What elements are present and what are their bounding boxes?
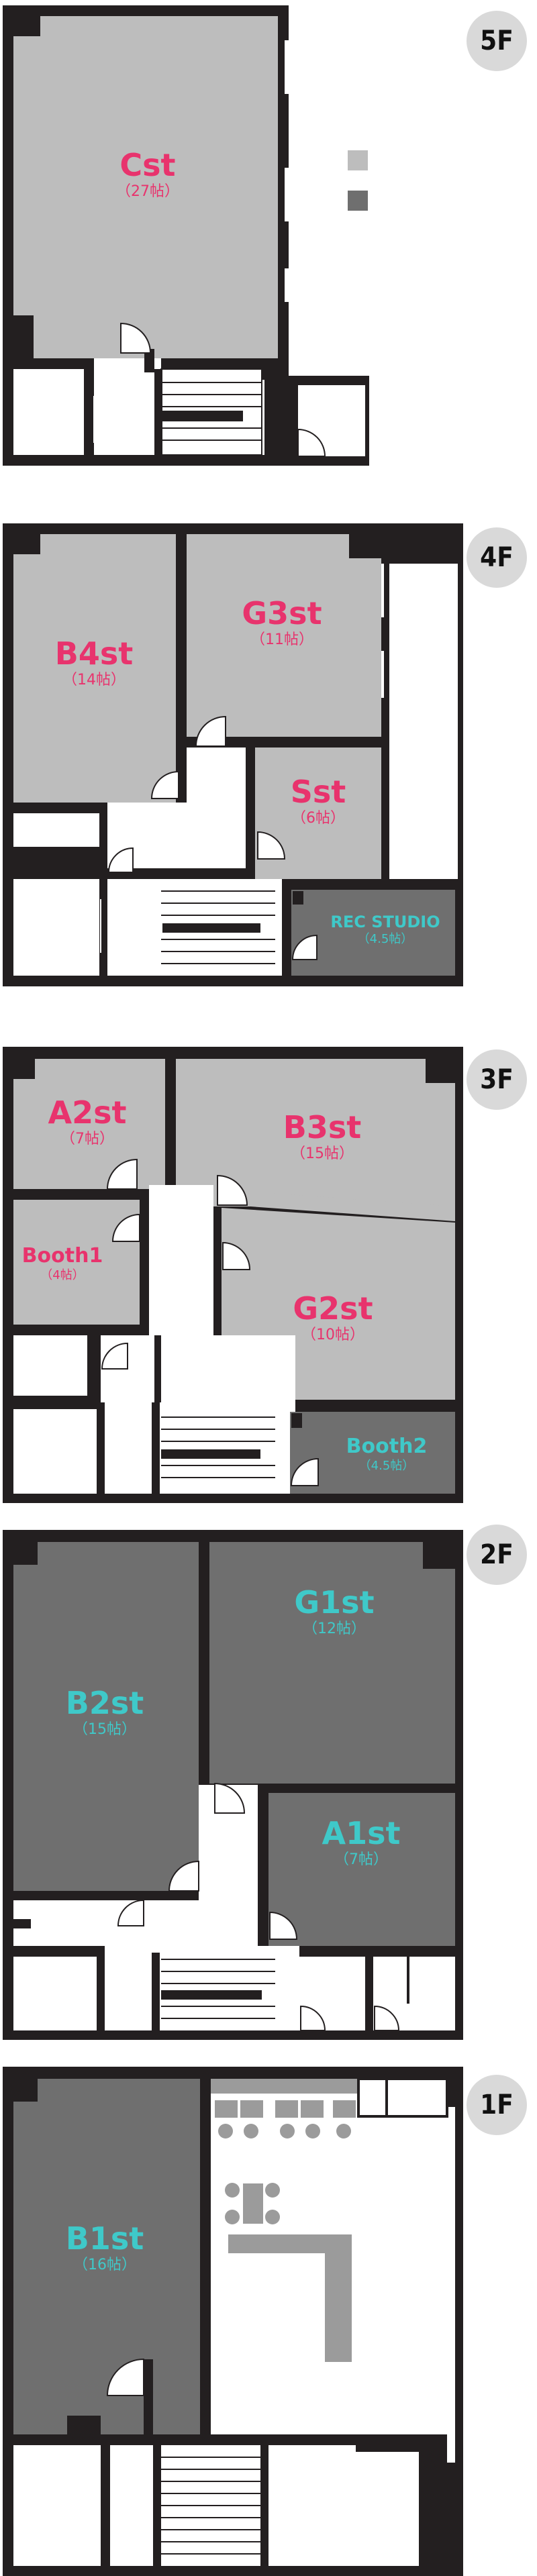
room-size: （27帖） <box>116 183 179 201</box>
room-name: G2st <box>293 1290 373 1327</box>
room-name: A2st <box>48 1094 127 1131</box>
room-g2st: G2st （10帖） <box>279 1292 387 1343</box>
floor-3f: 3F A2st （7帖） B3st （15帖） Booth1 （4帖） G2st… <box>0 1040 537 1510</box>
room-name: B4st <box>54 635 134 672</box>
room-sst: Sst （6帖） <box>264 774 372 827</box>
room-name: Booth2 <box>346 1435 428 1458</box>
room-name: Sst <box>290 774 346 810</box>
floor-2f-plan <box>3 1530 463 2040</box>
room-name: REC STUDIO <box>330 913 440 931</box>
room-name: G3st <box>242 595 322 631</box>
room-size: （14帖） <box>62 672 126 689</box>
room-size: （12帖） <box>303 1620 366 1638</box>
room-name: B2st <box>65 1685 144 1721</box>
legend-swatch-dark <box>348 191 368 211</box>
floor-label-2f: 2F <box>467 1525 527 1585</box>
room-name: G1st <box>294 1584 375 1620</box>
room-g1st: G1st （12帖） <box>281 1586 388 1637</box>
floor-label-3f: 3F <box>467 1049 527 1110</box>
floor-2f: 2F B2st （15帖） G1st （12帖） A1st （7帖） <box>0 1523 537 2047</box>
floor-3f-plan <box>3 1047 463 1503</box>
room-name: Cst <box>119 147 176 183</box>
legend-swatch-light <box>348 150 368 170</box>
floor-label-5f: 5F <box>467 11 527 71</box>
room-size: （15帖） <box>73 1721 136 1739</box>
room-rec-studio: REC STUDIO （4.5帖） <box>318 913 452 947</box>
room-size: （4.5帖） <box>357 932 413 947</box>
room-size: （15帖） <box>291 1145 354 1163</box>
room-b2st: B2st （15帖） <box>51 1685 158 1739</box>
floor-5f: 5F Cst （27帖） <box>0 0 537 470</box>
room-size: （4帖） <box>40 1268 85 1282</box>
room-g3st: G3st （11帖） <box>228 597 336 648</box>
room-b4st: B4st （14帖） <box>40 637 148 688</box>
room-booth1: Booth1 （4帖） <box>12 1245 113 1282</box>
room-a1st: A1st （7帖） <box>307 1815 415 1869</box>
room-size: （7帖） <box>60 1131 114 1148</box>
room-name: A1st <box>322 1815 401 1851</box>
floor-5f-plan <box>3 5 369 466</box>
room-name: B3st <box>283 1109 362 1145</box>
room-size: （7帖） <box>334 1851 388 1869</box>
room-name: Booth1 <box>21 1244 103 1268</box>
room-cst: Cst （27帖） <box>94 147 201 201</box>
room-b1st: B1st （16帖） <box>51 2222 158 2273</box>
room-booth2: Booth2 （4.5帖） <box>326 1436 447 1472</box>
room-size: （16帖） <box>73 2257 136 2274</box>
floor-4f-plan <box>3 523 463 986</box>
floor-label-4f: 4F <box>467 527 527 588</box>
floor-1f: 1F B1st （16帖） <box>0 2060 537 2576</box>
floor-1f-plan <box>3 2067 463 2576</box>
floor-label-1f: 1F <box>467 2075 527 2135</box>
room-name: B1st <box>65 2220 144 2257</box>
room-b3st: B3st （15帖） <box>268 1111 376 1162</box>
floor-4f: 4F B4st （14帖） G3st （11帖） Sst （6帖） REC ST… <box>0 523 537 993</box>
room-size: （10帖） <box>301 1327 364 1344</box>
room-size: （4.5帖） <box>358 1458 415 1473</box>
room-a2st: A2st （7帖） <box>34 1096 141 1147</box>
room-size: （6帖） <box>291 810 345 827</box>
room-size: （11帖） <box>250 631 313 649</box>
